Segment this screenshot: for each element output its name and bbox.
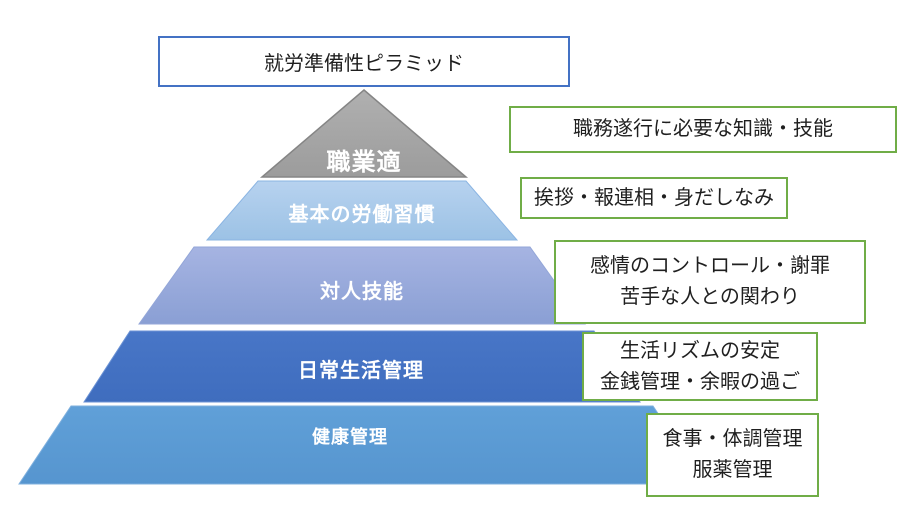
annotation-text: 挨拶・報連相・身だしなみ — [534, 186, 774, 209]
pyramid-level-1-shape — [259, 89, 469, 178]
annotation-box-4: 生活リズムの安定 金銭管理・余暇の過ご — [582, 332, 818, 401]
annotation-text: 苦手な人との関わり — [620, 286, 800, 308]
page-title: 就労準備性ピラミッド — [264, 53, 464, 75]
pyramid-level-4-label: 日常生活管理 — [298, 360, 424, 382]
pyramid-level-5-label: 健康管理 — [312, 427, 388, 447]
annotation-box-2: 挨拶・報連相・身だしなみ — [520, 177, 788, 219]
annotation-text: 職務遂行に必要な知識・技能 — [573, 118, 833, 140]
annotation-box-3: 感情のコントロール・謝罪 苦手な人との関わり — [554, 240, 866, 324]
annotation-box-1: 職務遂行に必要な知識・技能 — [509, 106, 897, 153]
pyramid-level-3-shape — [138, 246, 586, 325]
pyramid-level-4-shape — [83, 330, 641, 403]
pyramid-level-2-shape — [205, 180, 519, 241]
annotation-text: 生活リズムの安定 — [620, 339, 780, 362]
annotation-box-5: 食事・体調管理 服薬管理 — [646, 413, 819, 497]
annotation-text: 食事・体調管理 — [662, 428, 803, 450]
pyramid-level-3-label: 対人技能 — [320, 281, 404, 303]
pyramid-level-1-label: 職業適 — [326, 149, 402, 176]
annotation-text: 金銭管理・余暇の過ご — [600, 370, 800, 393]
title-box: 就労準備性ピラミッド — [158, 36, 570, 87]
pyramid-level-2-label: 基本の労働習慣 — [288, 204, 436, 226]
annotation-text: 服薬管理 — [692, 459, 773, 481]
annotation-text: 感情のコントロール・謝罪 — [590, 255, 830, 277]
